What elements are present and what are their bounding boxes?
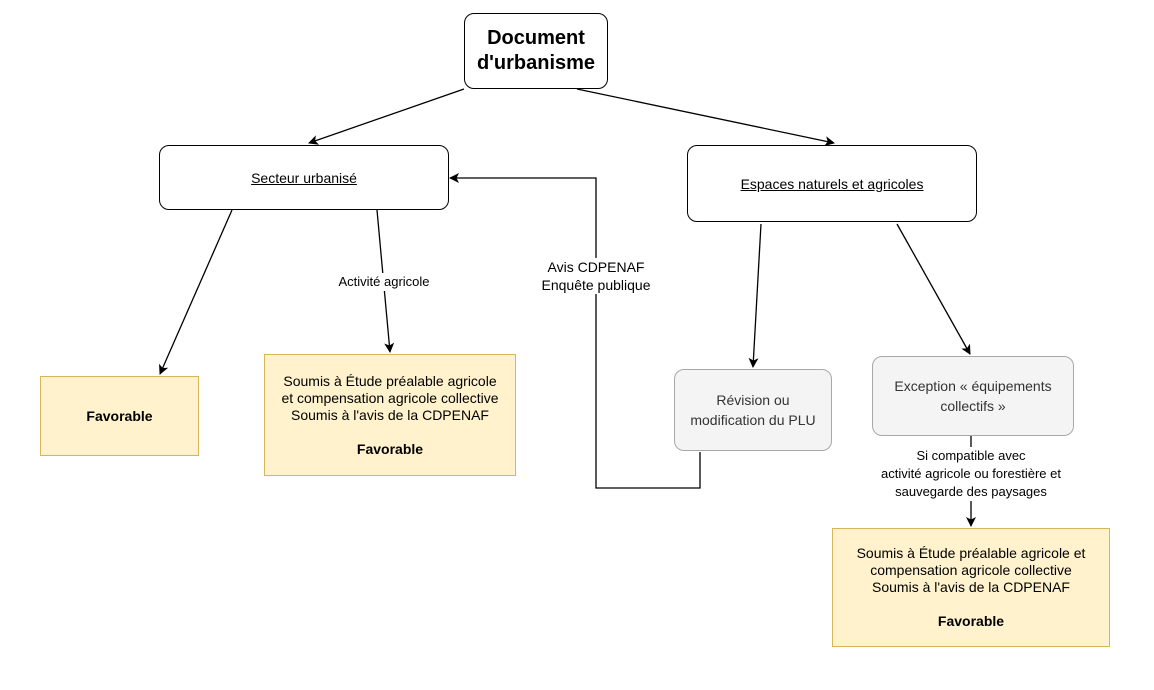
exception-equipements-node: Exception « équipements collectifs » xyxy=(872,356,1074,436)
favorable-left-label: Favorable xyxy=(86,407,153,424)
compatible-line1: Si compatible avec xyxy=(916,448,1026,463)
avis-line2: Enquête publique xyxy=(541,277,651,293)
revision-plu-node: Révision ou modification du PLU xyxy=(674,369,832,451)
root-line1: Document xyxy=(487,27,585,49)
avis-line1: Avis CDPENAF xyxy=(547,259,645,275)
revision-line1: Révision ou xyxy=(716,392,790,408)
espaces-naturels-label: Espaces naturels et agricoles xyxy=(740,175,924,192)
etude-right-text: Soumis à Étude préalable agricole et com… xyxy=(856,545,1086,595)
edge-root-to-secteur xyxy=(308,88,465,145)
edge-root-to-espaces xyxy=(576,88,835,147)
edge-espaces-to-revision xyxy=(748,223,762,368)
etude-left-node: Soumis à Étude préalable agricole et com… xyxy=(264,354,516,476)
root-line2: d'urbanisme xyxy=(476,52,596,74)
edge-label-avis-cdpenaf: Avis CDPENAF Enquête publique xyxy=(530,258,662,294)
exception-line1: Exception « équipements xyxy=(894,378,1052,394)
etude-right-verdict: Favorable xyxy=(937,613,1005,629)
revision-line2: modification du PLU xyxy=(690,412,816,428)
compatible-line3: sauvegarde des paysages xyxy=(895,484,1047,499)
edge-label-si-compatible: Si compatible avec activité agricole ou … xyxy=(857,447,1085,501)
edge-label-activite-agricole: Activité agricole xyxy=(328,273,440,291)
document-urbanisme-node: Document d'urbanisme xyxy=(464,13,608,89)
espaces-naturels-node: Espaces naturels et agricoles xyxy=(687,145,977,222)
secteur-urbanise-node: Secteur urbanisé xyxy=(159,145,449,210)
secteur-urbanise-label: Secteur urbanisé xyxy=(251,169,357,186)
etude-left-verdict: Favorable xyxy=(356,440,424,457)
favorable-left-node: Favorable xyxy=(40,376,199,456)
compatible-line2: activité agricole ou forestière et xyxy=(881,466,1061,481)
edge-espaces-to-exception xyxy=(896,223,971,355)
etude-left-text: Soumis à Étude préalable agricole et com… xyxy=(281,372,499,423)
edge-secteur-to-favorable xyxy=(159,209,233,375)
exception-line2: collectifs » xyxy=(940,398,1006,414)
etude-right-node: Soumis à Étude préalable agricole et com… xyxy=(832,528,1110,647)
edge-revision-to-secteur xyxy=(449,173,701,489)
